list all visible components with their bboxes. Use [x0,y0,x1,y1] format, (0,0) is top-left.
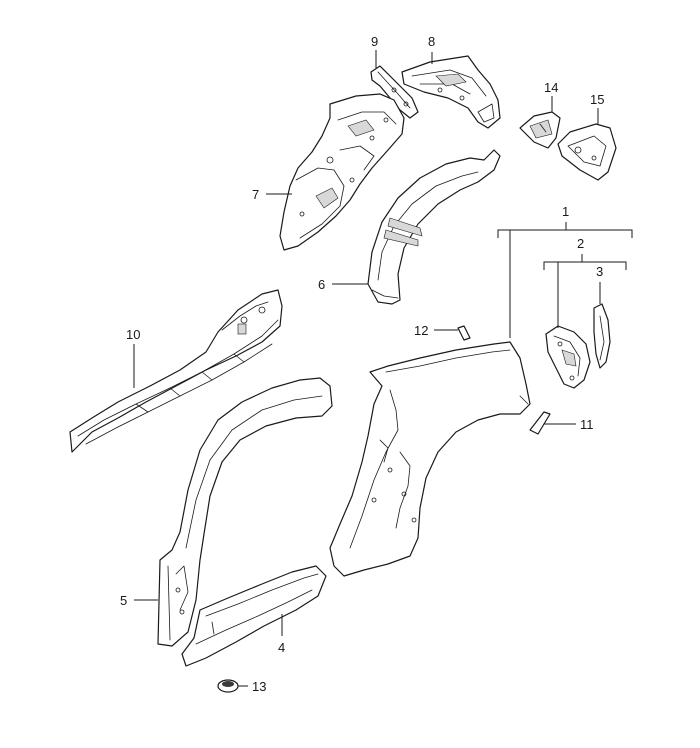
callout-11: 11 [580,417,594,432]
part-1-quarter-panel [329,341,531,577]
callout-10: 10 [126,327,140,342]
part-4-lower-sill [181,565,327,667]
part-2-bracket [545,325,591,389]
callout-15: 15 [590,92,604,107]
callout-labels: 1 2 3 4 5 6 7 8 9 10 11 12 13 14 15 [120,34,604,694]
callout-5: 5 [120,593,127,608]
part-6-wheel-arch [367,149,501,305]
part-7-inner-panel [279,93,405,251]
callout-6: 6 [318,277,325,292]
part-5-side-frame [157,377,333,647]
callout-3: 3 [596,264,603,279]
callout-2: 2 [577,236,584,251]
part-8-panel [401,55,501,129]
callout-4: 4 [278,640,285,655]
part-10-sill [69,289,283,453]
part-12-clip [457,325,471,341]
callout-7: 7 [252,187,259,202]
callout-9: 9 [371,34,378,49]
leader-lines [133,50,633,687]
part-15-bracket [557,123,617,181]
part-13-grommet [217,679,239,693]
part-9-bracket [370,65,419,119]
callout-8: 8 [428,34,435,49]
callout-12: 12 [414,323,428,338]
part-14-gusset [519,111,561,149]
callout-13: 13 [252,679,266,694]
part-11-strip [529,411,551,435]
callout-14: 14 [544,80,558,95]
part-3-plate [593,303,611,369]
callout-1: 1 [562,204,569,219]
